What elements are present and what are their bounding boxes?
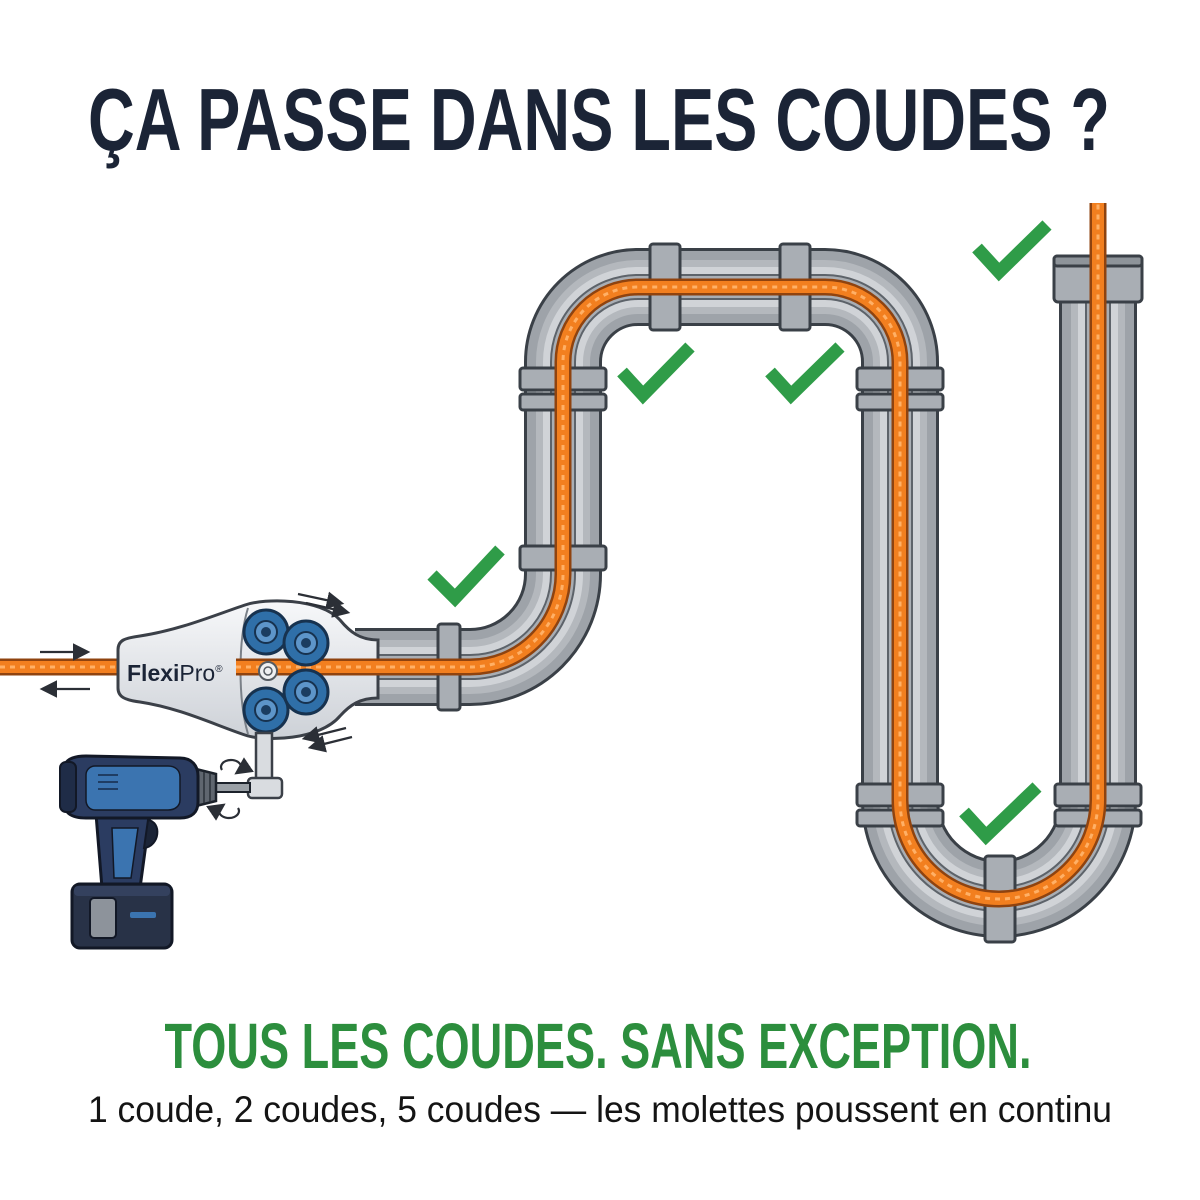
center-screw-icon	[258, 661, 278, 681]
roller-bottom-left	[242, 686, 290, 734]
brand-light: Pro	[179, 660, 215, 686]
drill-grip	[111, 827, 139, 879]
roller-hub	[301, 687, 311, 697]
screw-inner	[263, 666, 273, 676]
drill-bit	[213, 782, 251, 793]
rotation-arrow-icon	[206, 757, 254, 821]
roller-hub	[301, 638, 311, 648]
flexipro-device: FlexiPro®	[116, 599, 380, 800]
bracket-stem	[254, 731, 274, 785]
drill-trigger	[142, 818, 159, 850]
battery-top-band	[74, 886, 170, 896]
bracket-block	[246, 776, 284, 800]
roller-top-left	[242, 608, 290, 656]
roller-icon	[242, 608, 330, 734]
cordless-drill-icon	[59, 754, 251, 950]
check-icon	[972, 220, 1052, 282]
drill-side-panel	[85, 765, 181, 811]
roller-bottom-right	[282, 668, 330, 716]
check-icon	[765, 342, 845, 405]
check-icon	[959, 782, 1042, 846]
check-icon	[617, 342, 695, 405]
rotation-arrow-bottom	[206, 803, 241, 821]
motion-arrow-icon	[39, 643, 91, 698]
caption: 1 coude, 2 coudes, 5 coudes — les molett…	[88, 1089, 1112, 1130]
device-brand-label: FlexiPro®	[127, 660, 223, 686]
battery-clip	[89, 897, 117, 939]
page-title: ÇA PASSE DANS LES COUDES ?	[88, 70, 1110, 169]
subtitle: TOUS LES COUDES. SANS EXCEPTION.	[165, 1010, 1032, 1082]
rotation-arrow-top	[219, 757, 254, 775]
check-marks	[427, 220, 1052, 846]
arrow-top-b	[305, 600, 351, 618]
roller-hub	[261, 705, 271, 715]
arrow-bottom-b	[307, 735, 353, 753]
arrow-top-a	[297, 591, 345, 609]
drill-rear-cap	[59, 761, 77, 813]
roller-top-right	[282, 619, 330, 667]
drive-bracket	[246, 731, 284, 800]
check-icon	[427, 545, 505, 608]
battery-led	[130, 912, 156, 918]
brand-bold: Flexi	[127, 660, 179, 686]
motion-arrow-icon	[297, 591, 353, 753]
brand-registered: ®	[215, 664, 223, 675]
screw-outer	[258, 661, 278, 681]
roller-hub	[261, 627, 271, 637]
